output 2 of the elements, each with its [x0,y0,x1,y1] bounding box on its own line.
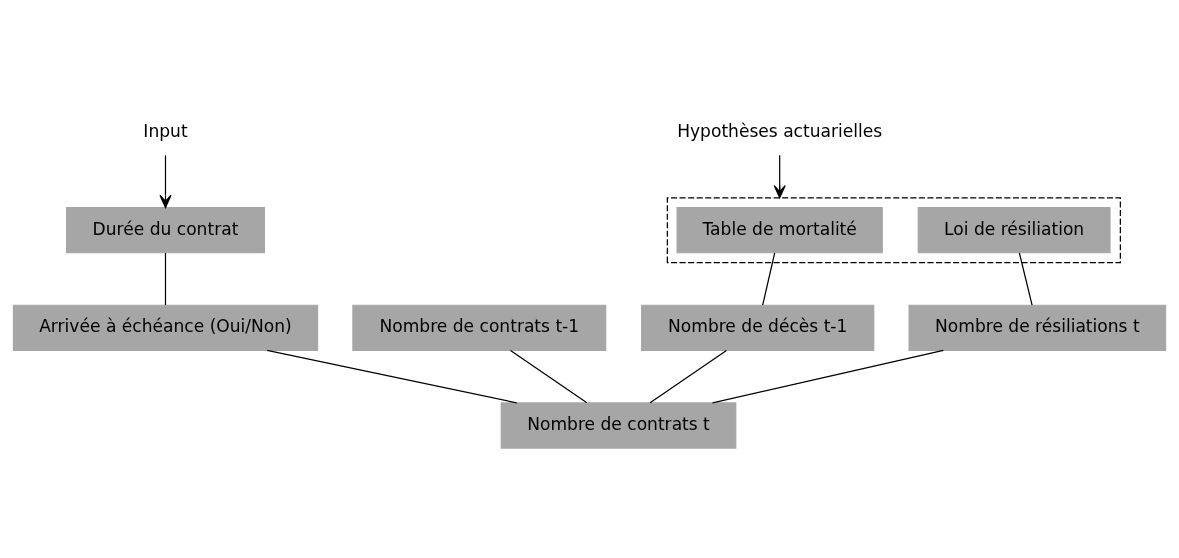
node-text: Input [143,120,188,141]
node-text: Hypothèses actuarielles [677,120,883,141]
